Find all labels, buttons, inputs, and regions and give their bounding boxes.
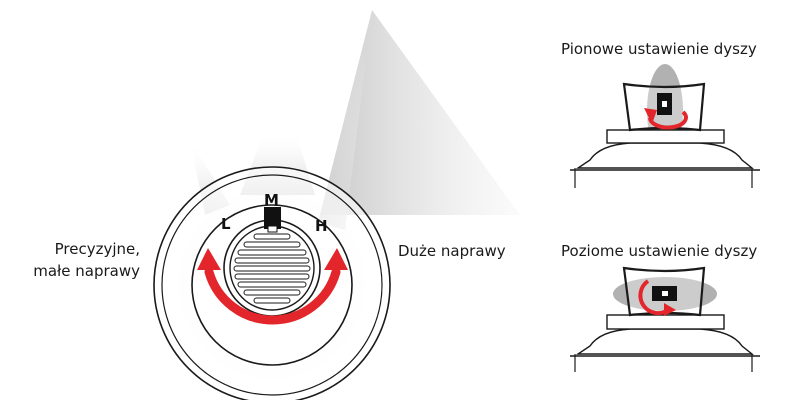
rotation-arrow	[197, 248, 348, 325]
small-repairs-label: Precyzyjne, małe naprawy	[33, 238, 140, 282]
vertical-rotate-arrowhead	[644, 108, 657, 124]
horizontal-rotate-arrowhead	[664, 303, 676, 316]
dial-outer-ring-inner	[161, 174, 383, 396]
nozzle-collar-2	[606, 314, 725, 330]
small-repairs-label-line2: małe naprawy	[33, 262, 140, 280]
horizontal-rotate-arrow	[638, 279, 670, 316]
dial-label-medium: M	[264, 191, 279, 209]
horizontal-nozzle-illustration	[570, 266, 760, 372]
nozzle-slot-window-2	[662, 291, 668, 296]
dial-indicator	[264, 207, 281, 229]
nozzle-collar	[606, 129, 725, 144]
small-repairs-label-line1: Precyzyjne,	[54, 240, 140, 258]
vertical-rotate-arrow	[648, 110, 688, 130]
large-repairs-label: Duże naprawy	[398, 242, 506, 260]
airflow-dial: L M H	[147, 160, 397, 400]
rotation-arrow-head-left	[197, 248, 221, 270]
dial-indicator-notch	[267, 225, 278, 233]
knob-grip-slots	[233, 233, 311, 304]
horizontal-nozzle-label: Poziome ustawienie dyszy	[561, 242, 758, 260]
rotation-arrow-arc	[204, 267, 341, 325]
rotation-arrow-head-right	[324, 248, 348, 270]
dial-label-low: L	[221, 215, 231, 233]
base-dome-2	[570, 328, 760, 357]
vertical-nozzle-label: Pionowe ustawienie dyszy	[561, 40, 757, 58]
nozzle-slot-window	[662, 101, 667, 107]
vertical-nozzle-illustration	[570, 64, 760, 188]
beam-high-wide	[320, 10, 520, 215]
base-dome	[570, 142, 760, 171]
dial-label-high: H	[315, 217, 328, 235]
